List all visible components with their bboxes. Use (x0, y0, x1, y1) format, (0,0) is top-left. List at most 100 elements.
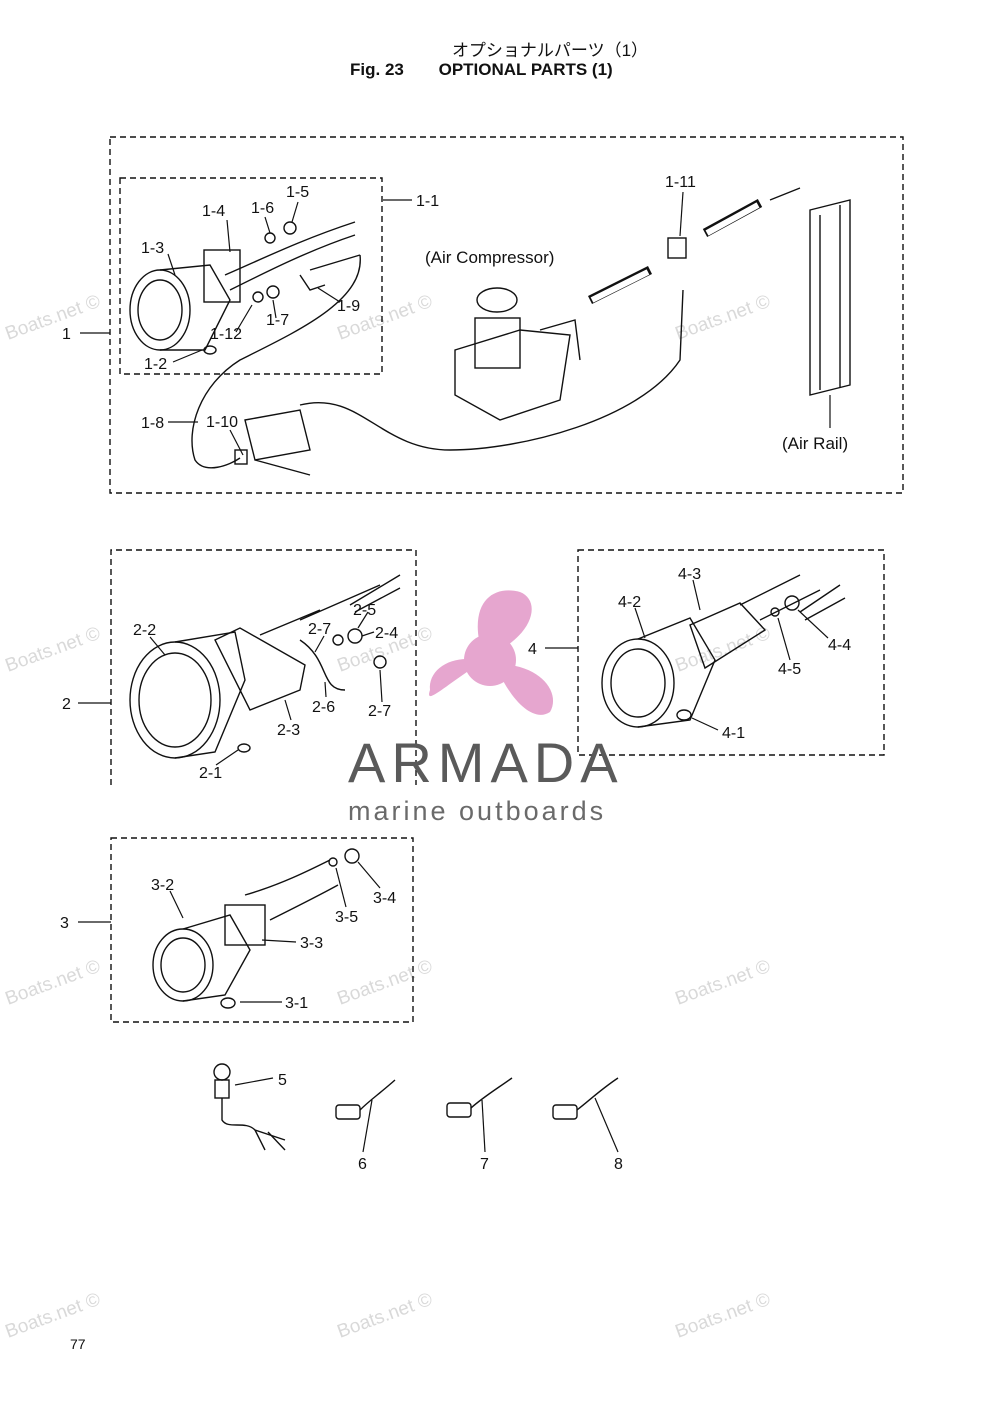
label-part-4-1: 4-1 (722, 725, 745, 742)
label-part-1-1: 1-1 (416, 193, 439, 210)
watermark: Boats.net © (673, 956, 774, 1010)
wire (799, 584, 846, 621)
air-rail (809, 199, 851, 396)
label-part-4-3: 4-3 (678, 566, 701, 583)
page-number: 77 (70, 1336, 86, 1352)
nut-1-7 (266, 285, 280, 299)
gauge-body (637, 617, 716, 728)
part-5-cap (213, 1063, 231, 1081)
label-group-1: 1 (62, 326, 71, 343)
single-parts-leaders (234, 1077, 619, 1153)
label-part-4-2: 4-2 (618, 594, 641, 611)
group-1-boundary (109, 136, 904, 494)
watermark: Boats.net © (3, 956, 104, 1010)
wire (244, 859, 331, 896)
gauge-body (159, 264, 231, 351)
hose-short (309, 254, 361, 271)
gauge-bracket-2-3 (214, 627, 306, 711)
wire (229, 234, 356, 291)
hose-1-8 (191, 254, 361, 469)
label-part-4-5: 4-5 (778, 661, 801, 678)
sub-assembly-1-1-boundary (119, 177, 383, 375)
label-part-3-3: 3-3 (300, 935, 323, 952)
group-4-boundary (577, 549, 885, 756)
group-3-labels: 3 3-1 3-2 3-3 3-4 3-5 (60, 877, 396, 1012)
label-part-6: 6 (358, 1156, 367, 1173)
brand-logo: ARMADA marine outboards (348, 590, 618, 826)
gauge-face (610, 648, 666, 718)
compressor-cylinder (474, 317, 521, 369)
compressor-body (454, 329, 571, 421)
single-parts (213, 1063, 619, 1151)
bulb-1-2 (203, 345, 217, 355)
gauge-bracket-4-3 (689, 602, 767, 670)
nut-4-4 (784, 595, 800, 611)
label-part-2-7: 2-7 (368, 703, 391, 720)
label-part-1-9: 1-9 (337, 298, 360, 315)
hose-segment-inner (590, 269, 650, 303)
gauge-1-3 (129, 269, 191, 351)
part-8-wire (576, 1077, 619, 1111)
wire (269, 884, 339, 921)
title-japanese: オプショナルパーツ（1） (451, 41, 649, 60)
fitting-1-11 (667, 237, 687, 259)
washer-4-5 (770, 607, 780, 617)
compressor-head (476, 287, 518, 313)
nut-2-4 (347, 628, 363, 644)
part-7-wire (470, 1077, 513, 1109)
bracket-1-10 (244, 409, 311, 461)
wire (259, 584, 381, 636)
compressor-flange (539, 319, 581, 361)
brand-tagline: marine outboards (348, 796, 606, 826)
watermark: Boats.net © (673, 1289, 774, 1343)
group-2-leaders (78, 611, 383, 766)
label-part-1-4: 1-4 (202, 203, 225, 220)
gauge-body (182, 914, 251, 1002)
wire (224, 221, 356, 276)
fitting-2-7 (373, 655, 387, 669)
watermark: Boats.net © (3, 291, 104, 345)
label-part-1-2: 1-2 (144, 356, 167, 373)
label-part-2-5: 2-5 (353, 602, 376, 619)
label-part-1-6: 1-6 (251, 200, 274, 217)
label-part-1-11: 1-11 (665, 174, 696, 191)
bulb-4-1 (676, 709, 692, 721)
label-part-2-6: 2-6 (312, 699, 335, 716)
wire (739, 574, 821, 621)
gauge-face (137, 279, 183, 341)
figure-title: Fig. 23 OPTIONAL PARTS (1) (350, 60, 613, 80)
label-part-2-2: 2-2 (133, 622, 156, 639)
washer (332, 634, 344, 646)
fitting-1-9 (299, 274, 326, 291)
hose-to-compressor (299, 289, 684, 451)
label-part-3-5: 3-5 (335, 909, 358, 926)
label-part-3-2: 3-2 (151, 877, 174, 894)
gauge-3-2 (152, 928, 214, 1002)
tube-2-6 (299, 639, 346, 691)
label-part-8: 8 (614, 1156, 623, 1173)
gauge-4-2 (601, 638, 675, 728)
gauge-bracket-3-3 (224, 904, 266, 946)
group-1-leaders (80, 191, 831, 456)
label-group-4: 4 (528, 641, 537, 658)
gauge-face (160, 937, 206, 993)
watermark: Boats.net © (673, 291, 774, 345)
label-part-4-4: 4-4 (828, 637, 851, 654)
nut-1-5 (283, 221, 297, 235)
part-5-leads (254, 1129, 286, 1151)
part-6-connector (335, 1104, 361, 1120)
label-group-3: 3 (60, 915, 69, 932)
gauge-bracket-1-4 (203, 249, 241, 303)
washer-1-6 (264, 232, 276, 244)
washer-3-5 (328, 857, 338, 867)
group-2-labels: 2 2-1 2-2 2-3 2-4 2-5 2-6 2-7 2-7 (62, 602, 398, 782)
part-5-body (214, 1079, 230, 1099)
gauge-body (174, 631, 246, 759)
bulb-3-1 (220, 997, 236, 1009)
label-part-1-3: 1-3 (141, 240, 164, 257)
label-part-3-4: 3-4 (373, 890, 396, 907)
label-part-1-10: 1-10 (206, 414, 238, 431)
figure-title-text: OPTIONAL PARTS (1) (438, 60, 613, 79)
